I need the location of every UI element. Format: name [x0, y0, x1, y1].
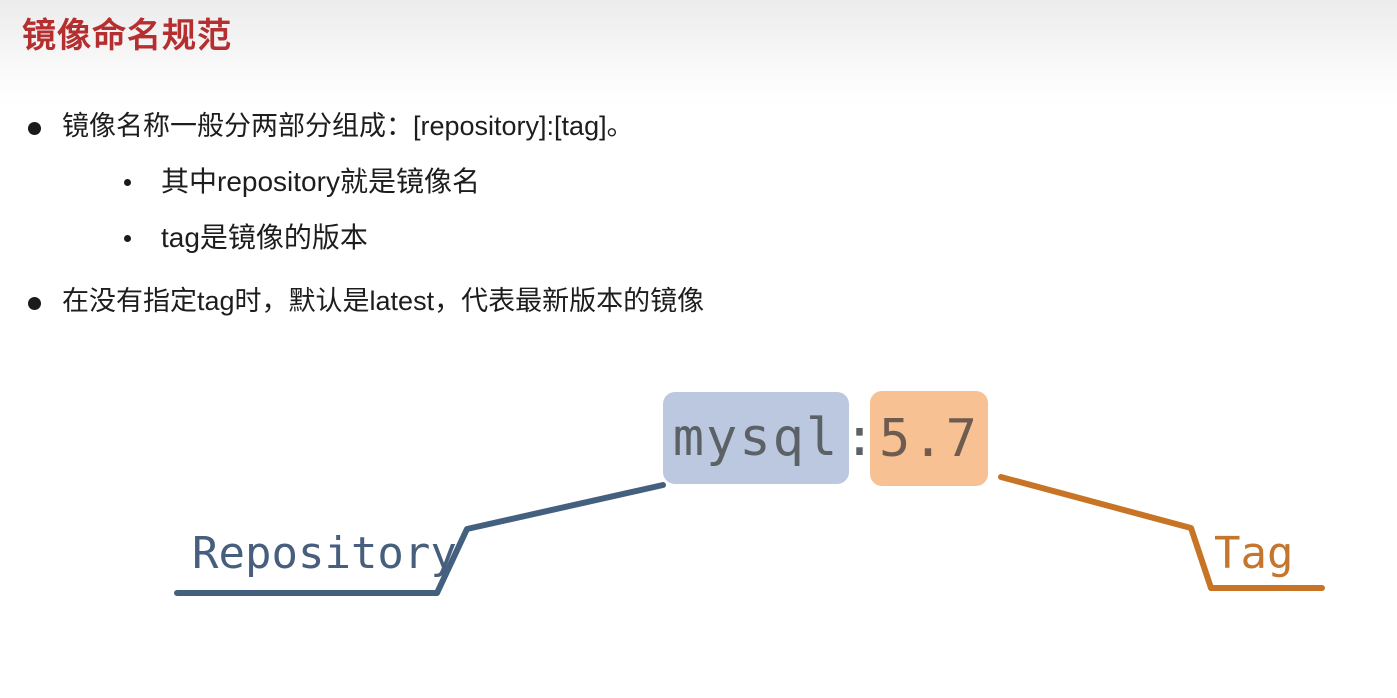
sub-bullet-marker-icon: [124, 235, 131, 242]
bullet-item-3: tag是镜像的版本: [124, 220, 368, 255]
page-title: 镜像命名规范: [22, 17, 232, 55]
tag-value: 5.7: [879, 408, 979, 469]
bullet-text: 在没有指定tag时，默认是latest，代表最新版本的镜像: [62, 286, 705, 316]
tag-label: Tag: [1214, 528, 1294, 579]
bullet-marker-icon: [28, 122, 41, 135]
bullet-text: tag是镜像的版本: [161, 222, 368, 253]
repository-label: Repository: [192, 528, 457, 579]
tag-chip: 5.7: [870, 391, 988, 486]
bullet-item-1: 镜像名称一般分两部分组成：[repository]:[tag]。: [28, 110, 634, 144]
bullet-text: 其中repository就是镜像名: [161, 166, 480, 197]
bullet-item-2: 其中repository就是镜像名: [124, 164, 480, 199]
bullet-marker-icon: [28, 297, 41, 310]
repository-chip: mysql: [663, 392, 849, 484]
bullet-text: 镜像名称一般分两部分组成：[repository]:[tag]。: [62, 111, 634, 141]
repository-value: mysql: [672, 408, 840, 468]
sub-bullet-marker-icon: [124, 179, 131, 186]
bullet-item-4: 在没有指定tag时，默认是latest，代表最新版本的镜像: [28, 285, 704, 319]
name-tag-separator: :: [843, 408, 876, 468]
